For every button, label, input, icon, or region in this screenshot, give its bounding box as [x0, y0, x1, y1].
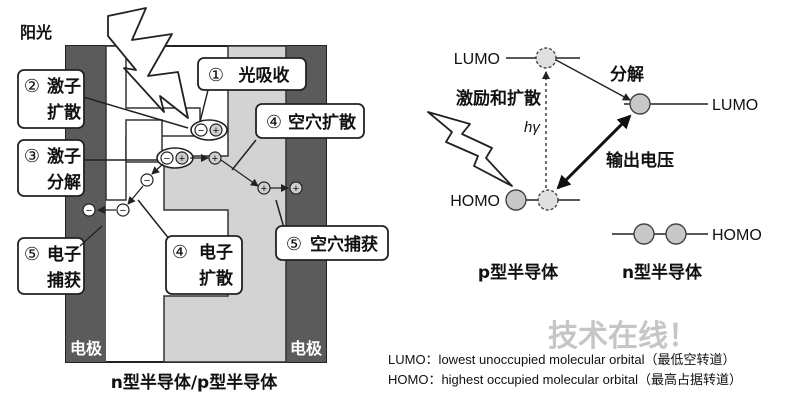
step-4a-callout: ④ 空穴扩散: [231, 103, 365, 171]
n-homo-orbital-1: [633, 223, 655, 245]
lumo-footnote: LUMO：lowest unoccupied molecular orbital…: [388, 352, 736, 367]
p-lumo-orbital: [535, 47, 557, 69]
step-1-number: ①: [208, 65, 224, 85]
step-4b-number: ④: [172, 242, 188, 262]
step-3-callout: ③ 激子 分解: [17, 139, 160, 197]
step-5a-label-line2: 捕获: [47, 270, 81, 291]
hole-1-symbol: +: [212, 153, 218, 165]
n-homo-label: HOMO: [712, 227, 762, 244]
exciton-upper-plus: +: [213, 125, 219, 137]
photon-lightning-icon: [427, 111, 513, 187]
step-4a-label: 空穴扩散: [288, 112, 357, 133]
hole-3-symbol: +: [293, 183, 299, 195]
exciton-pair-upper: − +: [190, 119, 228, 141]
step-3-number: ③: [24, 146, 40, 166]
step-1-callout: ① 光吸收: [197, 57, 307, 123]
step-3-label-line2: 分解: [47, 172, 81, 193]
device-structure: [65, 45, 327, 363]
electron-path: − − −: [79, 163, 164, 247]
dissociation-arrow: [555, 59, 631, 101]
excitation-label: 激励和扩散: [456, 88, 542, 109]
n-homo-orbital-2: [665, 223, 687, 245]
step-1-label: 光吸收: [238, 65, 290, 86]
step-5b-callout: ⑤ 空穴捕获: [275, 199, 389, 261]
electron-1-symbol: −: [144, 175, 150, 187]
exciton-pair-lower: − +: [156, 147, 194, 169]
step-2-callout: ② 激子 扩散: [17, 69, 189, 129]
step-5a-number: ⑤: [24, 244, 40, 264]
voltage-arrow: [556, 114, 632, 190]
energy-diagram: LUMO HOMO hγ 激励和扩散 分解 LUMO 输出电压 HOMO p型半…: [427, 47, 762, 283]
step-5a-label-line1: 电子: [47, 244, 81, 265]
hole-2-symbol: +: [261, 183, 267, 195]
hole-path: + + +: [190, 151, 303, 195]
left-caption: n型半导体/p型半导体: [111, 372, 278, 393]
n-lumo-label: LUMO: [712, 97, 758, 114]
p-homo-orbital-filled: [505, 189, 527, 211]
step-5b-number: ⑤: [286, 234, 302, 254]
voltage-label: 输出电压: [606, 150, 674, 171]
electrode-left-label: 电极: [70, 339, 103, 358]
step-5b-label: 空穴捕获: [310, 234, 378, 255]
watermark: 技术在线！: [548, 319, 698, 354]
electron-3-symbol: −: [86, 205, 92, 217]
step-4b-callout: ④ 电子 扩散: [137, 199, 243, 295]
lightning-bolt-icon: [107, 7, 189, 119]
right-electrode: [286, 46, 326, 362]
n-lumo-orbital: [629, 93, 651, 115]
step-4b-label-line1: 电子: [199, 242, 233, 263]
p-lumo-label: LUMO: [454, 51, 500, 68]
n-finger: [125, 119, 163, 163]
exciton-lower-minus: −: [164, 153, 170, 165]
electron-2-symbol: −: [120, 205, 126, 217]
electrode-right-label: 电极: [290, 339, 323, 358]
step-5a-callout: ⑤ 电子 捕获: [17, 237, 85, 295]
exciton-upper-minus: −: [198, 125, 204, 137]
dissociation-label: 分解: [610, 64, 644, 85]
step-4a-number: ④: [266, 112, 282, 132]
step-4b-label-line2: 扩散: [199, 268, 234, 289]
step-2-label-line2: 扩散: [47, 102, 82, 123]
sunlight-label: 阳光: [20, 23, 52, 42]
homo-footnote: HOMO：highest occupied molecular orbital（…: [388, 372, 742, 387]
n-caption: n型半导体: [622, 262, 703, 283]
p-homo-orbital-empty: [537, 189, 559, 211]
photon-label: hγ: [524, 119, 541, 136]
p-homo-label: HOMO: [450, 193, 500, 210]
step-2-label-line1: 激子: [47, 76, 81, 97]
step-3-label-line1: 激子: [47, 146, 81, 167]
step-2-number: ②: [24, 76, 40, 96]
p-caption: p型半导体: [478, 262, 559, 283]
exciton-lower-plus: +: [179, 153, 185, 165]
